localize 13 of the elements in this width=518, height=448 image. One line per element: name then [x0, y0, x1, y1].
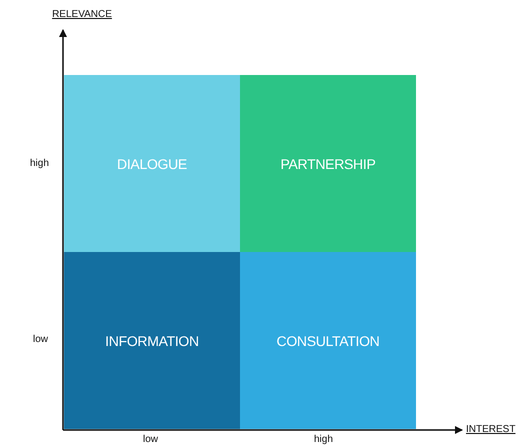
- quadrant: [64, 252, 240, 429]
- quadrant-title: CONSULTATION: [276, 332, 380, 348]
- axis-title: INTEREST: [466, 424, 516, 435]
- quadrant: [240, 75, 416, 252]
- quadrant-title: PARTNERSHIP: [280, 156, 376, 172]
- quadrant: [64, 75, 240, 252]
- axis-tick-label: high: [30, 158, 49, 169]
- quadrant: [240, 252, 416, 429]
- quadrant-title: DIALOGUE: [117, 156, 187, 172]
- axis-title: RELEVANCE: [52, 9, 112, 20]
- axis-tick-label: low: [143, 434, 158, 445]
- axis-tick-label: low: [33, 334, 48, 345]
- quadrant-title: INFORMATION: [105, 332, 199, 348]
